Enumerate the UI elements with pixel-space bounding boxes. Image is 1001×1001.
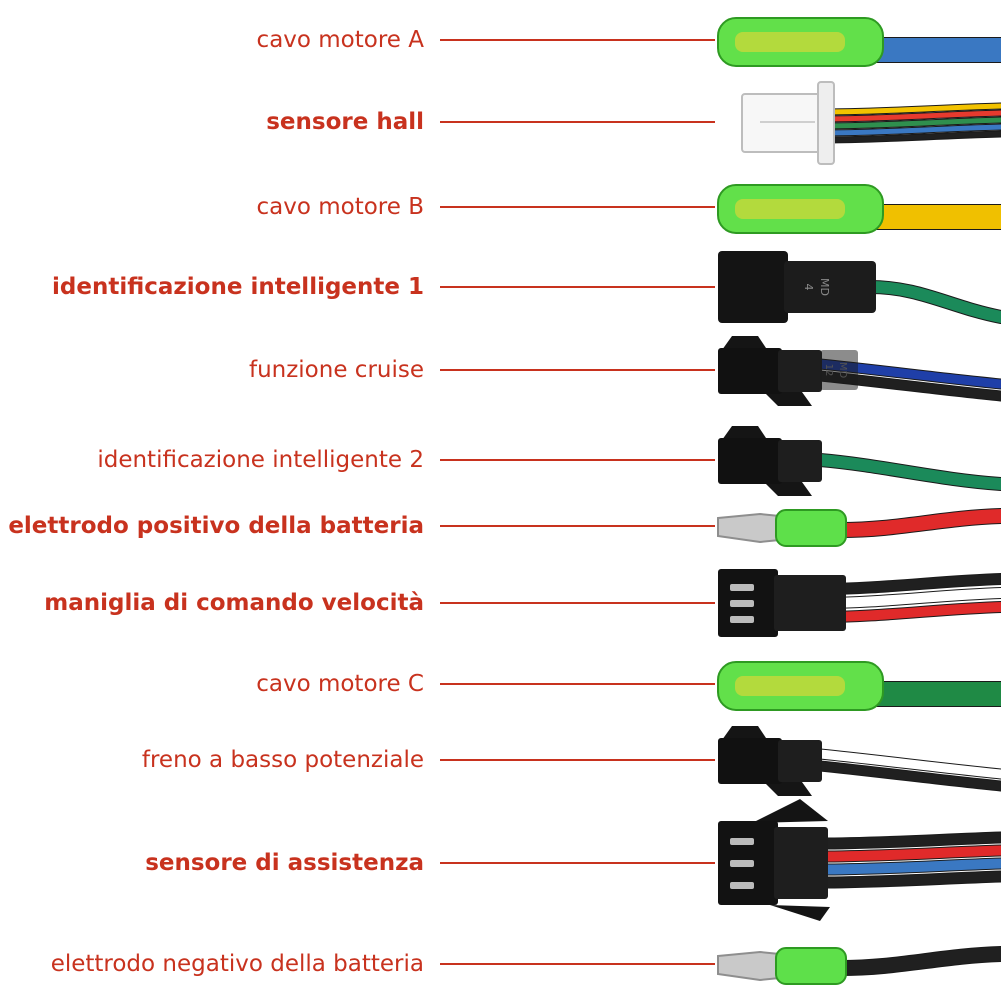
callout-label: sensore di assistenza (145, 850, 424, 876)
wire (817, 124, 1001, 136)
leader-line (440, 121, 715, 123)
latch-body (778, 440, 822, 482)
callout-label: cavo motore A (256, 27, 424, 53)
hall-flange (817, 81, 835, 165)
callout-label: elettrodo positivo della batteria (8, 513, 424, 539)
wire (817, 110, 1001, 122)
callout-label: identificazione intelligente 1 (52, 274, 424, 300)
latch-hook (752, 799, 828, 823)
wire (817, 103, 1001, 115)
wire (815, 588, 1001, 608)
leader-line (440, 525, 715, 527)
bullet-pin (735, 32, 845, 52)
leader-line (440, 602, 715, 604)
leader-line (440, 459, 715, 461)
leader-line (440, 963, 715, 965)
latch-hook (722, 726, 766, 740)
wire (815, 749, 1001, 779)
leader-line (440, 759, 715, 761)
wire (815, 858, 1001, 875)
callout-label: cavo motore C (256, 671, 424, 697)
callout-label: identificazione intelligente 2 (97, 447, 424, 473)
plug-housing (718, 251, 788, 323)
terminal-pin (730, 882, 754, 889)
wire (864, 281, 1001, 323)
connector-sensore-di-assistenza (718, 799, 1001, 921)
connector-freno-a-basso-potenziale (718, 726, 1001, 796)
connector-sensore-hall (741, 81, 1001, 165)
leader-line (440, 683, 715, 685)
terminal-pin (730, 860, 754, 867)
bullet-pin (735, 676, 845, 696)
latch-hook (722, 426, 766, 440)
latch-housing (718, 348, 782, 394)
callout-label: funzione cruise (248, 357, 424, 383)
connector-maniglia-di-comando-velocita (718, 569, 1001, 637)
wire (833, 509, 1001, 537)
latch-body (778, 740, 822, 782)
three-pin-body (774, 575, 846, 631)
connector-funzione-cruise: 12MD (718, 336, 1001, 406)
leader-line (440, 862, 715, 864)
pin-terminal (717, 512, 781, 544)
terminal-pin (730, 600, 754, 607)
terminal-pin (730, 838, 754, 845)
callout-label: sensore hall (266, 109, 424, 135)
connector-cavo-motore-c (717, 661, 1001, 711)
wire (814, 454, 1001, 490)
connector-elettrodo-negativo-della-batteria (717, 946, 1001, 985)
leader-line (440, 206, 715, 208)
connector-cavo-motore-b (717, 184, 1001, 234)
connector-elettrodo-positivo-della-batteria (717, 508, 1001, 547)
latch-housing (718, 738, 782, 784)
terminal-pin (730, 616, 754, 623)
leader-line (440, 369, 715, 371)
wire (815, 832, 1001, 849)
wire (833, 947, 1001, 975)
plug-marking: 4 (802, 284, 815, 291)
connector-cavo-motore-a (717, 17, 1001, 67)
latch-tail (820, 350, 858, 390)
wire (817, 131, 1001, 143)
pin-sleeve (775, 509, 847, 547)
terminal-pin (730, 584, 754, 591)
wire (815, 602, 1001, 622)
callout-label: cavo motore B (256, 194, 425, 220)
three-pin-body (774, 827, 828, 899)
latch-hook (722, 336, 766, 350)
latch-body (778, 350, 822, 392)
callout-label: maniglia di comando velocità (44, 590, 424, 616)
plug-marking: MD (818, 278, 831, 296)
leader-line (440, 39, 715, 41)
connector-identificazione-intelligente-2 (718, 426, 1001, 496)
plug-body (784, 261, 876, 313)
wire (815, 845, 1001, 862)
wire (815, 574, 1001, 594)
bullet-pin (735, 199, 845, 219)
pin-sleeve (775, 947, 847, 985)
latch-hook (770, 905, 830, 921)
latch-housing (718, 438, 782, 484)
callout-label: elettrodo negativo della batteria (50, 951, 424, 977)
wire (817, 117, 1001, 129)
wire (815, 871, 1001, 888)
callout-label: freno a basso potenziale (141, 747, 424, 773)
leader-line (440, 286, 715, 288)
pin-terminal (717, 950, 781, 982)
wire (815, 761, 1001, 791)
